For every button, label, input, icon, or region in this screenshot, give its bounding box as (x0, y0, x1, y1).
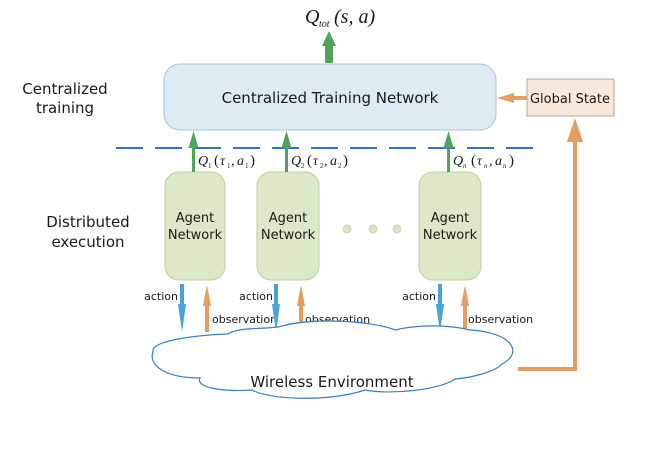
centralized-training-network: Centralized Training Network (163, 63, 497, 131)
centralized-label-line1: Centralized (22, 80, 107, 98)
q-arrow-shaft (192, 145, 195, 172)
global-state-box (526, 78, 615, 117)
svg-text:(: ( (307, 153, 312, 169)
q2-label: Q 2 ( τ 2 , a 2 ) (291, 153, 348, 170)
observation-arrow-shaft (463, 304, 467, 332)
svg-text:2: 2 (301, 162, 305, 170)
global-state: Global State (526, 78, 615, 117)
agent-1: Agent Network Q 1 ( τ 1 , a 1 ) (164, 131, 255, 281)
svg-text:,: , (489, 154, 493, 169)
agent-1-io: action observation (144, 284, 277, 332)
svg-text:τ: τ (477, 154, 483, 169)
svg-text:2: 2 (320, 162, 324, 170)
observation-arrow-shaft (299, 304, 303, 332)
svg-text:): ) (250, 153, 255, 169)
svg-text:Q: Q (291, 154, 301, 169)
agent-label-line1: Agent (269, 211, 307, 226)
centralized-label-line2: training (36, 99, 94, 117)
q-tot-symbol: Q (305, 6, 320, 28)
svg-text:τ: τ (220, 154, 226, 169)
global-arrow-shaft (512, 96, 527, 100)
output-arrow (322, 31, 336, 63)
action-arrow-head (178, 304, 186, 332)
agent-n: Agent Network Q n ( τ n , a n ) (418, 131, 514, 281)
svg-text:1: 1 (208, 162, 212, 170)
q-arrow-head (281, 131, 292, 148)
svg-text:2: 2 (338, 162, 342, 170)
action-arrow-shaft (438, 284, 442, 306)
global-state-label: Global State (530, 92, 610, 107)
agent-label-line1: Agent (431, 211, 469, 226)
svg-text:): ) (343, 153, 348, 169)
output-arrow-shaft (325, 45, 333, 63)
agent-network-box (256, 171, 320, 281)
wireless-environment: Wireless Environment (151, 320, 514, 399)
output-arrow-head (322, 31, 336, 46)
svg-text:,: , (231, 154, 235, 169)
ellipsis-dots (342, 224, 402, 234)
agent-label-line2: Network (423, 228, 478, 243)
svg-text:1: 1 (227, 162, 231, 170)
central-network-box (163, 63, 497, 131)
dot (368, 224, 378, 234)
action-arrow-head (272, 304, 280, 332)
qn-label: Q n ( τ n , a n ) (453, 153, 514, 170)
agent-2: Agent Network Q 2 ( τ 2 , a 2 ) (256, 131, 348, 281)
svg-text:,: , (324, 154, 328, 169)
svg-text:1: 1 (245, 162, 249, 170)
environment-to-global-arrow (518, 118, 583, 371)
q-arrow-head (443, 131, 454, 148)
agent-n-io: action observation (402, 284, 533, 332)
action-label: action (239, 290, 273, 303)
global-arrow-head (497, 93, 514, 103)
central-network-label: Centralized Training Network (222, 89, 439, 107)
environment-cloud (151, 320, 514, 399)
svg-text:τ: τ (313, 154, 319, 169)
svg-text:): ) (509, 153, 514, 169)
action-arrow-head (436, 304, 444, 332)
svg-text:(: ( (214, 153, 219, 169)
distributed-label-line1: Distributed (46, 213, 129, 231)
environment-label: Wireless Environment (250, 373, 413, 391)
distributed-label-line2: execution (51, 233, 124, 251)
svg-text:n: n (503, 162, 507, 170)
dot (342, 224, 352, 234)
agent-network-box (418, 171, 482, 281)
agent-label-line1: Agent (176, 211, 214, 226)
q-arrow-shaft (447, 145, 450, 172)
q1-label: Q 1 ( τ 1 , a 1 ) (198, 153, 255, 170)
observation-label: observation (468, 313, 533, 326)
svg-text:(: ( (471, 153, 476, 169)
agent-label-line2: Network (168, 228, 223, 243)
action-arrow-shaft (180, 284, 184, 306)
global-to-central-arrow (497, 93, 527, 103)
observation-arrow-head (297, 285, 305, 306)
q-tot-label: Q tot (s, a) (305, 6, 375, 30)
observation-arrow-head (203, 285, 211, 306)
q-tot-subscript: tot (319, 19, 330, 30)
env-global-arrow-head (567, 118, 583, 142)
observation-label: observation (212, 313, 277, 326)
dot (392, 224, 402, 234)
svg-text:a: a (330, 154, 337, 169)
q-arrow-head (188, 131, 199, 148)
svg-text:n: n (463, 162, 467, 170)
observation-arrow-head (461, 285, 469, 306)
observation-arrow-shaft (205, 304, 209, 332)
env-global-path (518, 140, 577, 371)
svg-text:n: n (484, 162, 488, 170)
action-label: action (402, 290, 436, 303)
svg-text:a: a (237, 154, 244, 169)
action-arrow-shaft (274, 284, 278, 306)
agent-label-line2: Network (261, 228, 316, 243)
q-tot-args: (s, a) (334, 6, 375, 28)
action-label: action (144, 290, 178, 303)
agent-network-box (164, 171, 226, 281)
svg-text:a: a (495, 154, 502, 169)
svg-text:Q: Q (198, 154, 208, 169)
q-arrow-shaft (285, 145, 288, 172)
svg-text:Q: Q (453, 154, 463, 169)
